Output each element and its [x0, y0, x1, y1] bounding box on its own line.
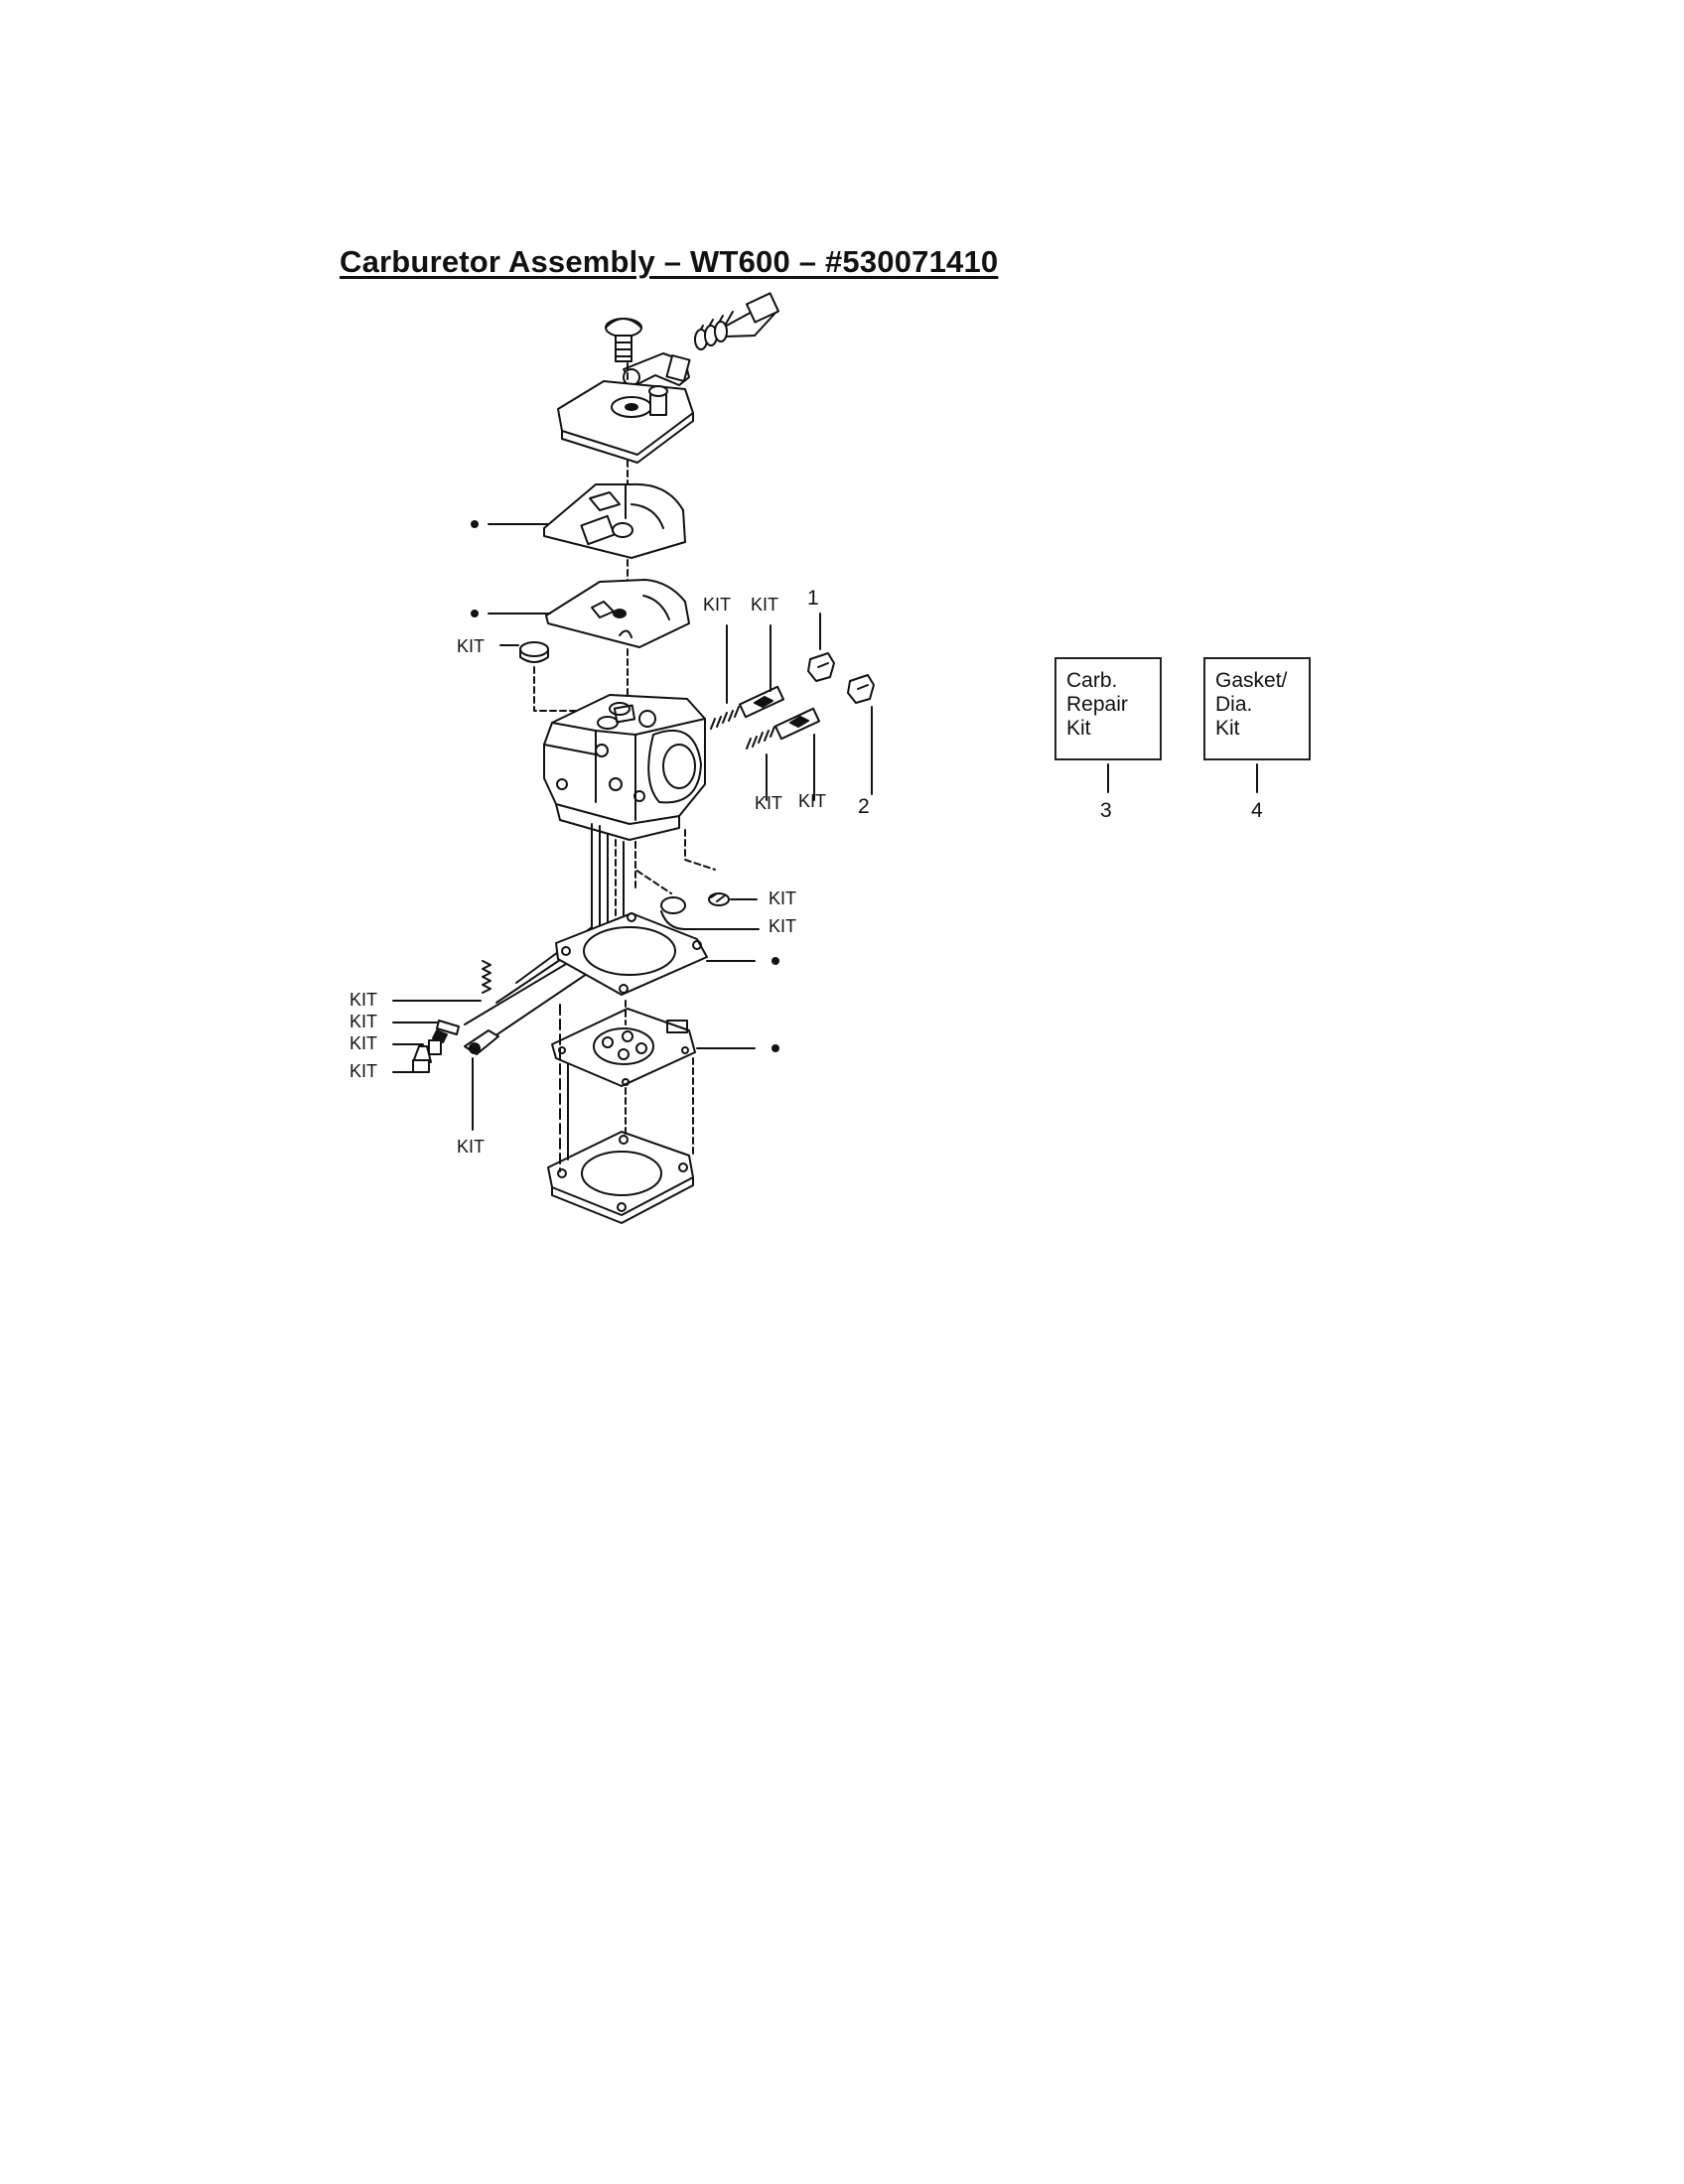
top-screw-part — [605, 318, 642, 362]
kit-label: KIT — [755, 793, 783, 813]
kit-label: KIT — [798, 791, 827, 811]
metering-gasket-part — [545, 579, 690, 648]
page-title: Carburetor Assembly – WT600 – #530071410 — [340, 244, 999, 279]
kit-label: KIT — [350, 1033, 378, 1053]
valve-kit-part — [412, 1045, 432, 1073]
kit-label: KIT — [751, 595, 779, 614]
kit-label: KIT — [457, 1137, 486, 1157]
metering-cover-part — [557, 380, 694, 464]
high-speed-needle-kit-part — [746, 707, 820, 750]
gasket-dia-kit-box: Gasket/ Dia. Kit — [1203, 657, 1311, 760]
limiter-cap-1-part — [807, 652, 835, 682]
kit-label: KIT — [350, 990, 378, 1010]
kit-label: KIT — [457, 636, 486, 656]
inlet-needle-kit-part — [428, 1029, 448, 1055]
inlet-screen-part — [519, 641, 549, 663]
carb-repair-kit-box: Carb. Repair Kit — [1054, 657, 1162, 760]
pump-cover-part — [547, 1131, 694, 1224]
pump-gasket-part — [555, 912, 708, 996]
lever-kit-part — [464, 1029, 499, 1055]
pump-diaphragm-part — [551, 1008, 696, 1087]
callout-4: 4 — [1251, 799, 1263, 822]
carburetor-body-part — [543, 694, 706, 841]
gasket-kit-bullet — [471, 610, 479, 617]
check-valve-disc-part — [660, 892, 730, 914]
kit-label: KIT — [769, 916, 797, 936]
callout-1: 1 — [807, 587, 819, 610]
kit-box-line: Carb. — [1066, 669, 1118, 692]
kit-box-line: Gasket/ — [1215, 669, 1288, 692]
kit-box-line: Repair — [1066, 693, 1128, 716]
metering-lever-part — [623, 352, 691, 386]
gasket-kit-bullet — [772, 1044, 779, 1052]
metering-needle-part — [694, 292, 780, 350]
kit-label: KIT — [703, 595, 732, 614]
callout-3: 3 — [1100, 799, 1112, 822]
limiter-cap-2-part — [847, 674, 875, 704]
kit-label: KIT — [769, 888, 797, 908]
gasket-kit-bullet — [772, 957, 779, 965]
kit-box-line: Kit — [1066, 717, 1091, 740]
kit-label: KIT — [350, 1012, 378, 1031]
kit-label: KIT — [350, 1061, 378, 1081]
low-speed-needle-kit-part — [710, 685, 784, 730]
pin-kit-part — [436, 1020, 460, 1035]
callout-2: 2 — [858, 795, 870, 818]
inlet-spring-kit-part — [482, 960, 491, 994]
kit-box-line: Kit — [1215, 717, 1240, 740]
kit-box-line: Dia. — [1215, 693, 1253, 716]
metering-diaphragm-part — [543, 482, 686, 559]
gasket-kit-bullet — [471, 520, 479, 528]
